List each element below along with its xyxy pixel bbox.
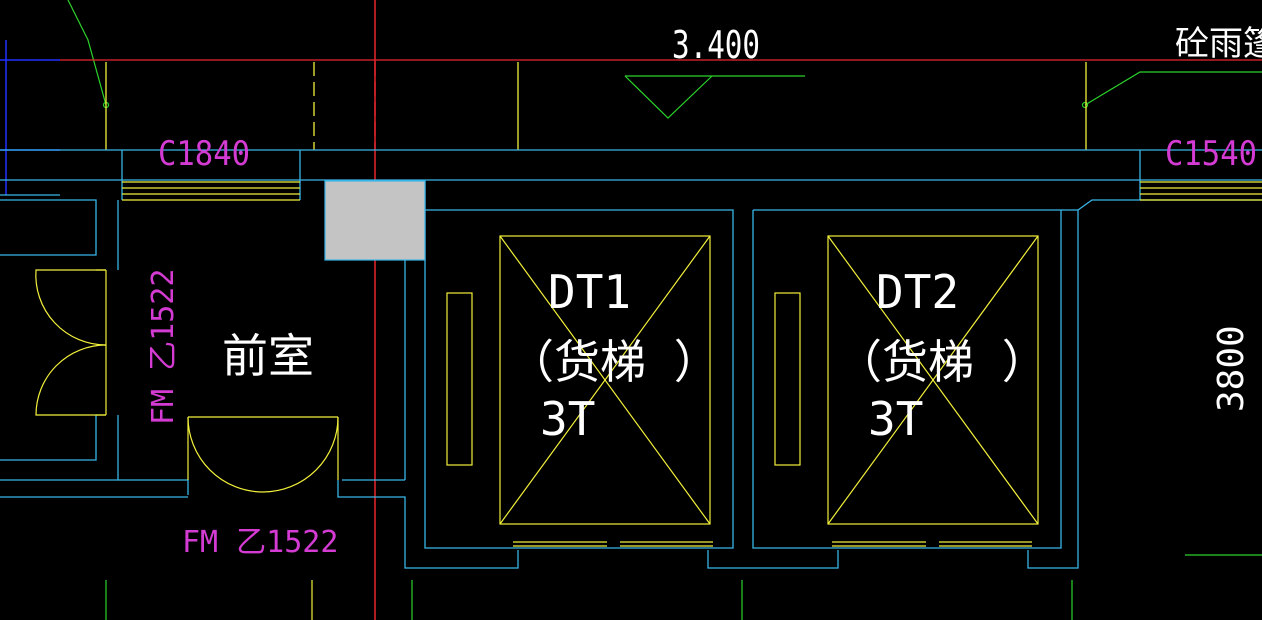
canopy-label: 砼雨篷 — [1175, 24, 1262, 64]
elevator-capacity-dt2: 3T — [868, 392, 923, 446]
structural-column — [324, 180, 426, 261]
elevator-capacity-dt1: 3T — [540, 392, 595, 446]
elevator-type-dt2: （货梯 ） — [836, 335, 1048, 389]
door-swings — [35, 269, 339, 493]
counterweight-dt1 — [446, 292, 473, 466]
window-label-c1840: C1840 — [158, 134, 250, 174]
canopy-outline — [60, 59, 1262, 150]
elevator-code-dt2: DT2 — [876, 265, 959, 319]
elevator-car-dt1 — [499, 235, 711, 525]
elevation-label: 3.400 — [672, 23, 760, 67]
elevator-shafts — [446, 235, 1039, 547]
window-lines — [122, 181, 1262, 201]
lobby-label: 前室 — [222, 329, 314, 383]
counterweight-dt2 — [774, 292, 801, 466]
door-label-bottom: FM 乙1522 — [182, 525, 338, 560]
elevator-car-dt2 — [827, 235, 1039, 525]
dimension-label-3800: 3800 — [1211, 325, 1252, 412]
elevator-type-dt1: （货梯 ） — [508, 335, 720, 389]
leader-lines — [67, 0, 1262, 119]
grid-stubs — [105, 554, 1262, 620]
door-label-side: FM 乙1522 — [146, 269, 181, 425]
window-label-c1540: C1540 — [1165, 134, 1257, 174]
elevator-code-dt1: DT1 — [548, 265, 631, 319]
